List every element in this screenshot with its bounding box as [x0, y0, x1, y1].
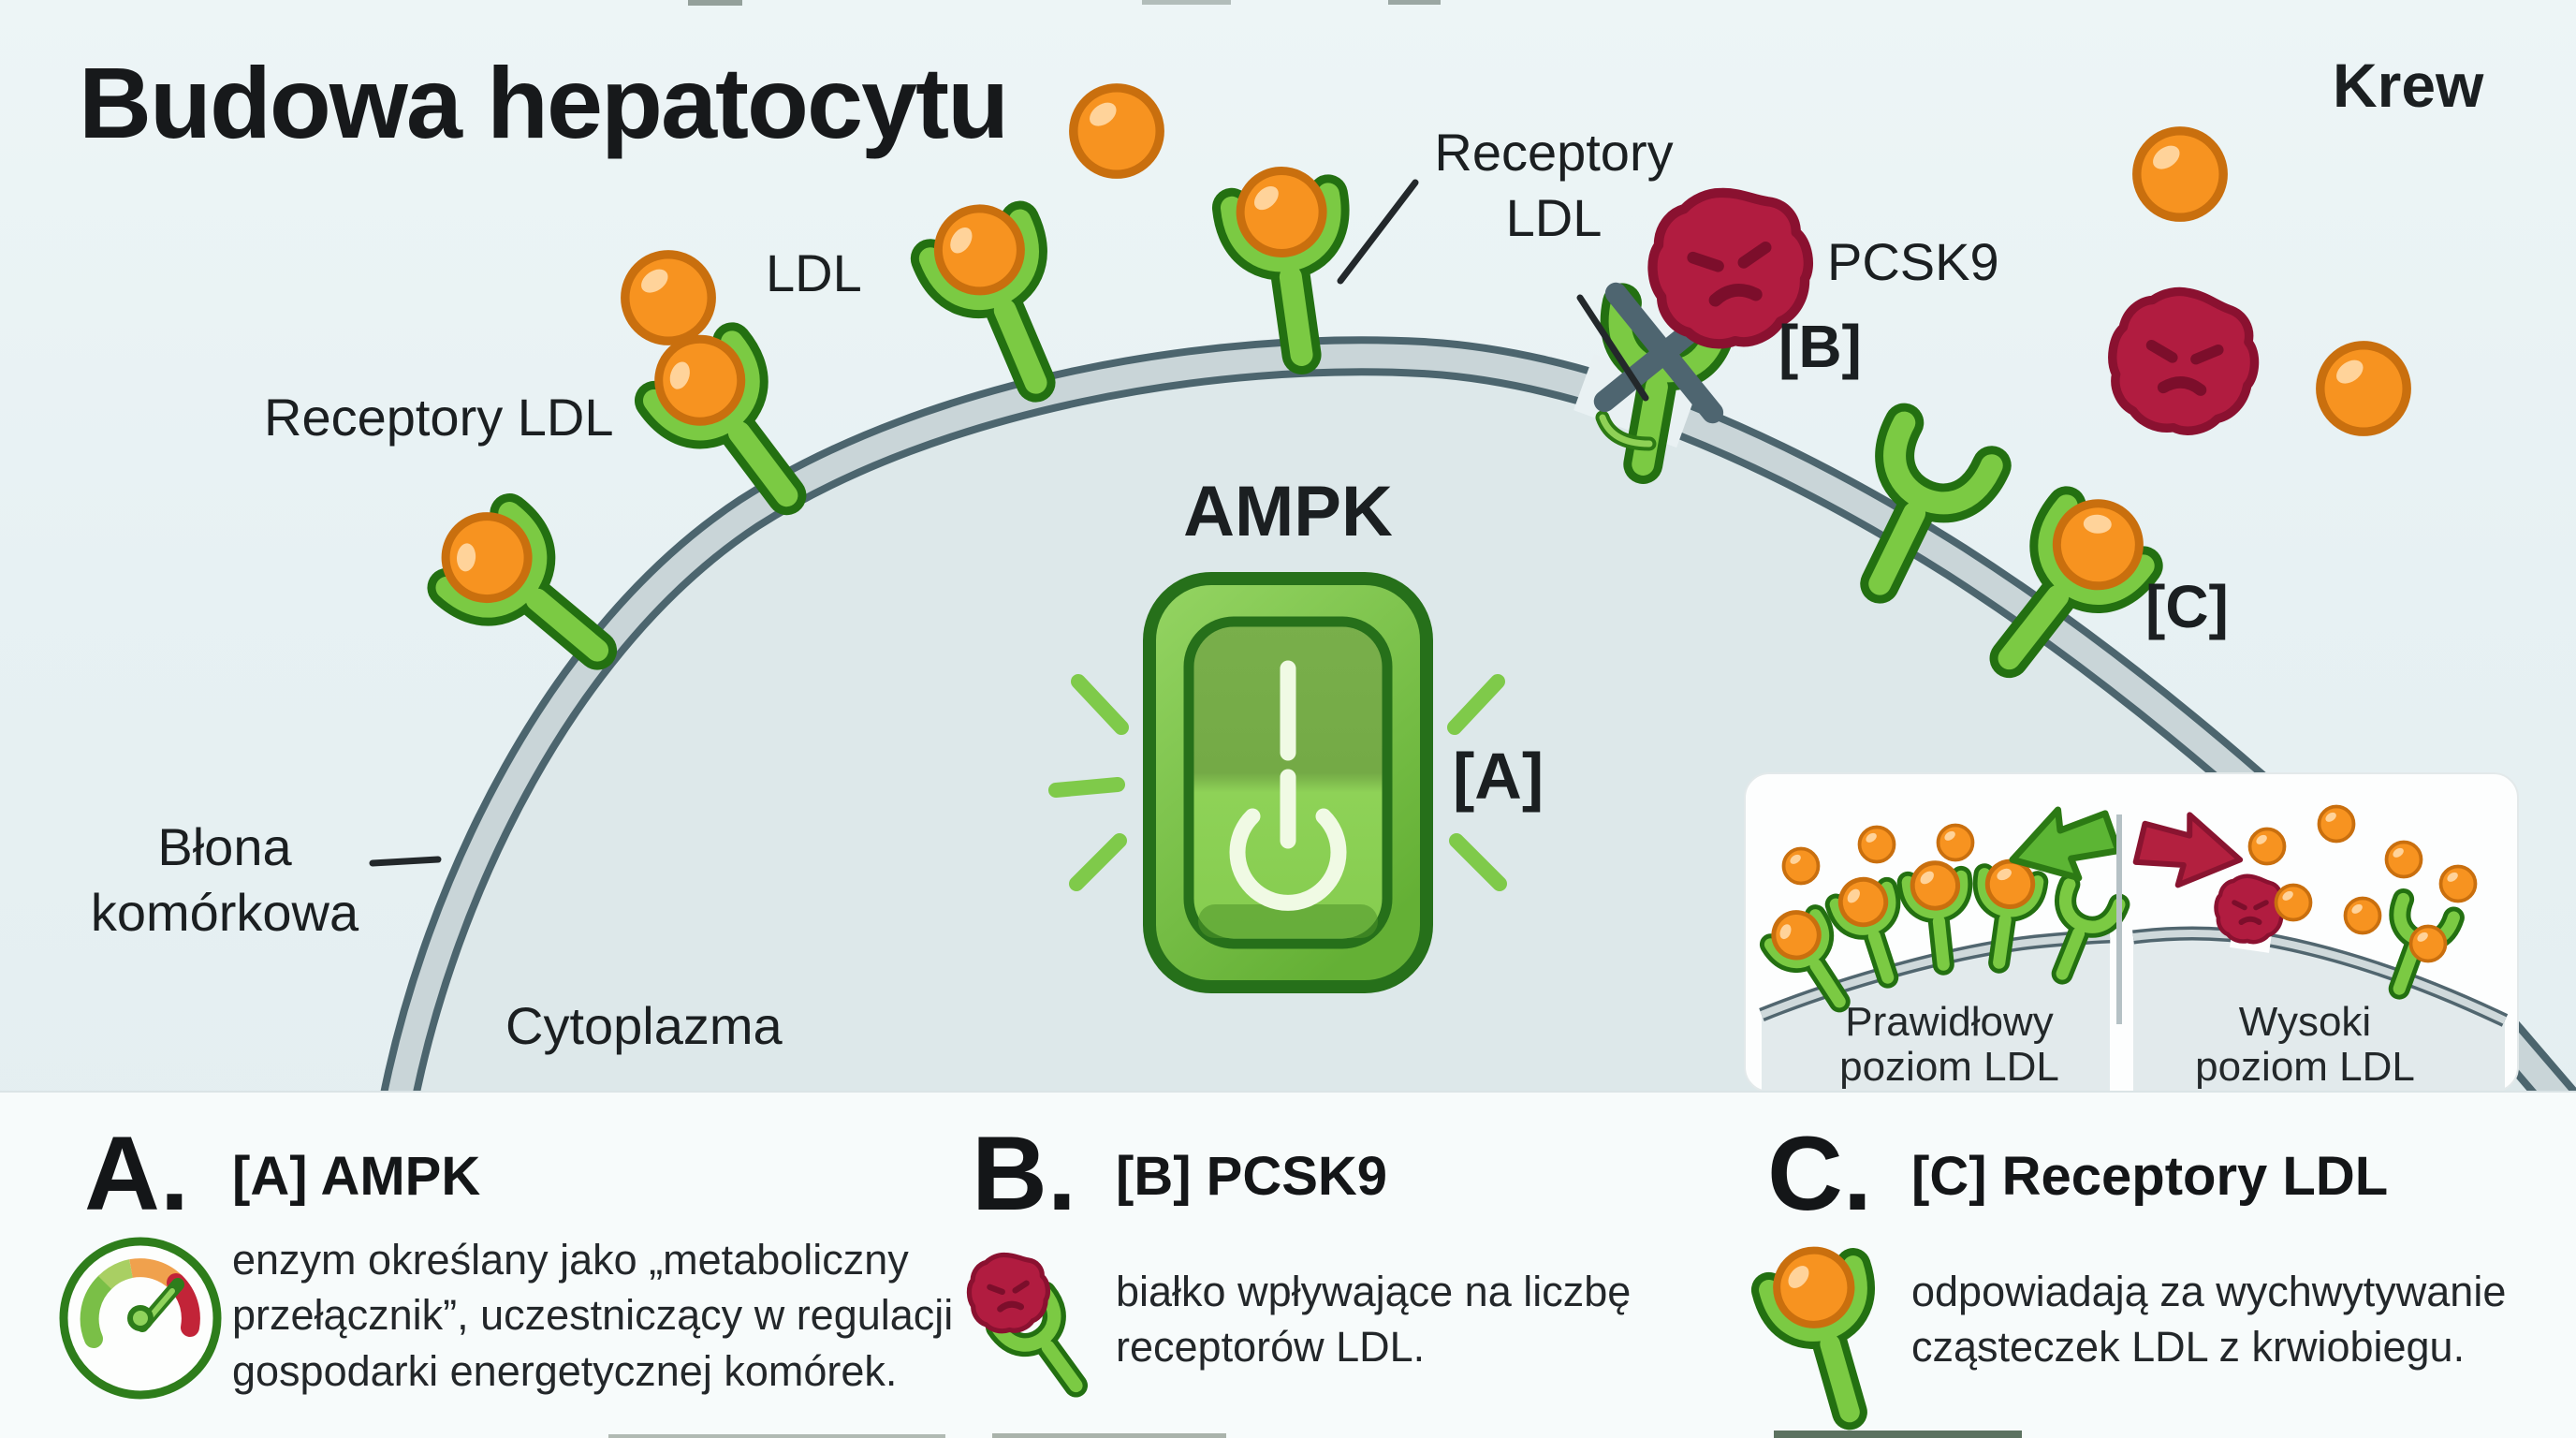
receptors-left-label: Receptory LDL: [264, 388, 614, 447]
pcsk9-particle-free: [2108, 287, 2260, 435]
legend-letter-b: B.: [972, 1115, 1076, 1232]
ldl-receptor: [424, 493, 629, 687]
power-icon: [1229, 769, 1347, 911]
gauge-icon: [59, 1237, 222, 1400]
legend-description-c: odpowiadają za wychwytywanie cząsteczek …: [1911, 1268, 2507, 1372]
switch-glow-dashes: [1048, 674, 1507, 891]
pointer-lines: [369, 179, 1649, 867]
inset-normal-side: [1759, 806, 2123, 1092]
membrane-line2: komórkowa: [90, 883, 359, 942]
marker-c: [C]: [2145, 573, 2229, 640]
inset-high-line2: poziom LDL: [2195, 1044, 2415, 1091]
ldl-receptor: [1227, 165, 1350, 362]
pcsk9-label: PCSK9: [1827, 232, 1999, 291]
marker-b: [B]: [1778, 313, 1862, 380]
ampk-switch: [1143, 572, 1433, 993]
legend-heading-b: [B] PCSK9: [1116, 1146, 1388, 1207]
ldl-receptor: [637, 318, 826, 525]
legend-letter-a: A.: [84, 1115, 189, 1232]
membrane-label: Błona komórkowa: [66, 814, 384, 946]
marker-a: [A]: [1453, 740, 1544, 813]
green-left-arrow-icon: [2009, 806, 2122, 882]
inset-high-side: [2132, 804, 2509, 1092]
krew-label: Krew: [2333, 51, 2484, 120]
page-title: Budowa hepatocytu: [79, 46, 1009, 159]
inset-normal-caption: Prawidłowy poziom LDL: [1783, 999, 2115, 1091]
receptors-top-line2: LDL: [1505, 188, 1603, 247]
legend-description-a: enzym określany jako „metaboliczny przeł…: [232, 1236, 954, 1395]
edge-artifacts: [608, 0, 2022, 1438]
ldl-label: LDL: [766, 243, 862, 302]
inset-normal-line1: Prawidłowy: [1845, 999, 2054, 1045]
legend-heading-a: [A] AMPK: [232, 1146, 481, 1207]
ldl-receptor: [918, 193, 1080, 402]
ampk-label: AMPK: [1183, 472, 1393, 551]
cytoplasm-label: Cytoplazma: [505, 996, 783, 1055]
comparison-inset: [1744, 772, 2519, 1093]
legend-band-bg: [0, 1091, 2576, 1438]
receptors-top-label: Receptory LDL: [1395, 120, 1713, 251]
legend-description-b: białko wpływające na liczbę receptorów L…: [1116, 1268, 1632, 1372]
receptors-top-line1: Receptory: [1434, 123, 1674, 182]
legend-letter-c: C.: [1767, 1115, 1872, 1232]
membrane-line1: Błona: [157, 817, 292, 876]
legend-heading-c: [C] Receptory LDL: [1911, 1146, 2389, 1207]
red-right-arrow-icon: [2132, 812, 2244, 888]
inset-high-line1: Wysoki: [2238, 999, 2372, 1045]
receptor-fragment: [1595, 410, 1657, 451]
inset-normal-line2: poziom LDL: [1839, 1044, 2059, 1091]
inset-high-caption: Wysoki poziom LDL: [2139, 999, 2471, 1091]
